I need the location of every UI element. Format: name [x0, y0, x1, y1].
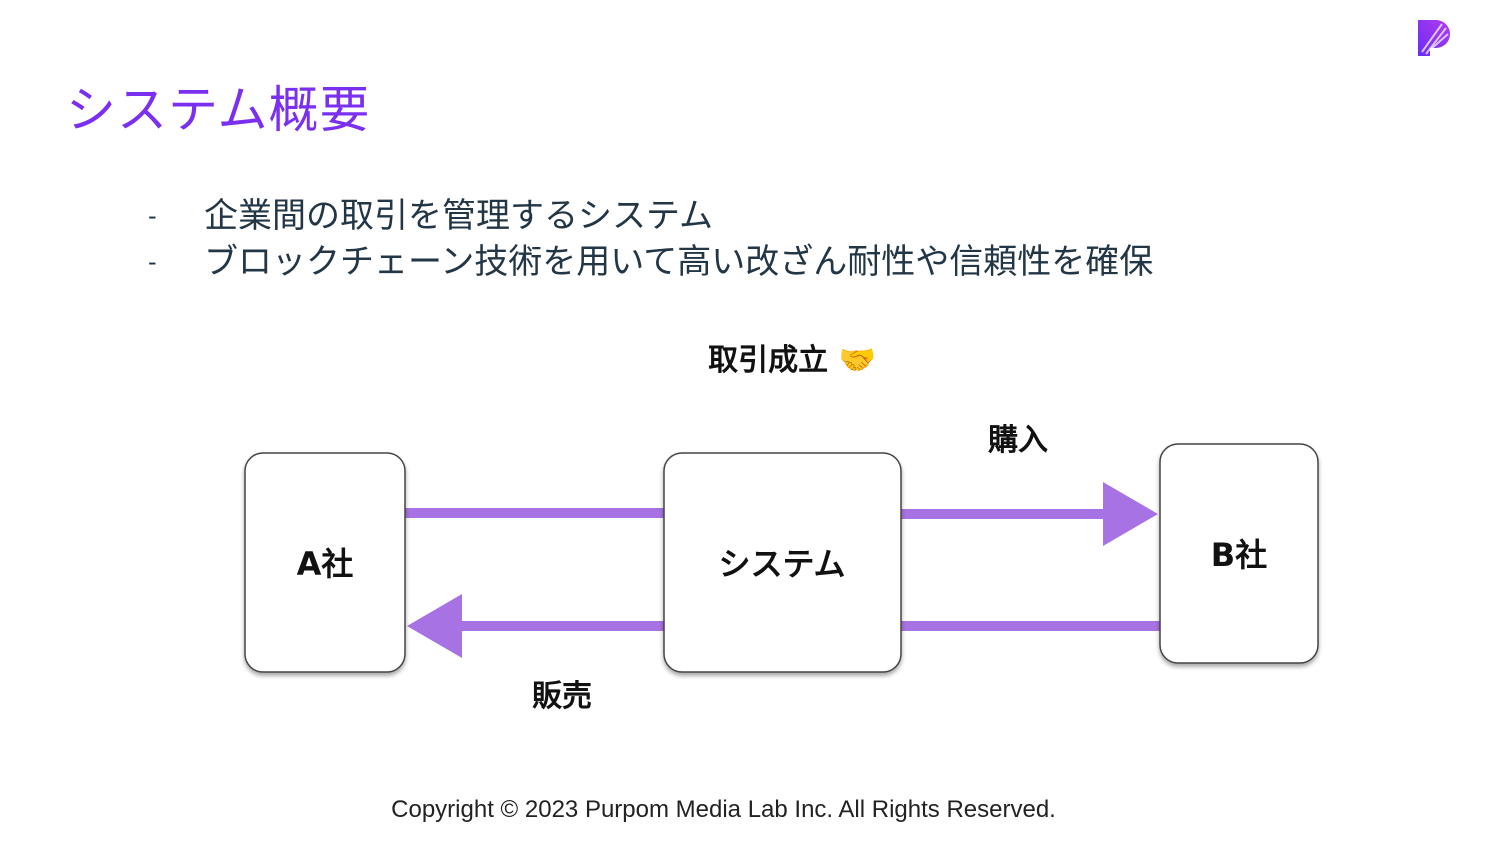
bullet-item: - ブロックチェーン技術を用いて高い改ざん耐性や信頼性を確保: [148, 239, 1153, 285]
node-company-a: [244, 452, 406, 673]
page-title: システム概要: [66, 81, 371, 139]
bullet-item: - 企業間の取引を管理するシステム: [148, 193, 1153, 239]
bullet-list: - 企業間の取引を管理するシステム - ブロックチェーン技術を用いて高い改ざん耐…: [148, 193, 1153, 285]
deal-label: 取引成立 🤝: [708, 343, 876, 378]
edge-label-purchase: 購入: [988, 423, 1048, 458]
purchase-arrowhead-icon: [1103, 482, 1158, 546]
system-diagram: A社 システム B社 取引成立 🤝 購入 販売: [244, 343, 1319, 714]
bullet-marker: -: [148, 248, 157, 276]
node-label-company-a: A社: [297, 545, 354, 583]
edge-label-sale: 販売: [532, 679, 592, 714]
node-label-system: システム: [718, 545, 845, 583]
node-system: [663, 452, 902, 673]
bullet-text: ブロックチェーン技術を用いて高い改ざん耐性や信頼性を確保: [204, 242, 1154, 282]
brand-logo-icon: [1418, 20, 1450, 56]
node-company-b: [1159, 443, 1319, 664]
copyright-footer: Copyright © 2023 Purpom Media Lab Inc. A…: [391, 796, 1056, 823]
bullet-marker: -: [148, 202, 157, 230]
node-label-company-b: B社: [1211, 536, 1267, 574]
bullet-text: 企業間の取引を管理するシステム: [204, 196, 713, 236]
sale-arrowhead-icon: [407, 594, 462, 658]
